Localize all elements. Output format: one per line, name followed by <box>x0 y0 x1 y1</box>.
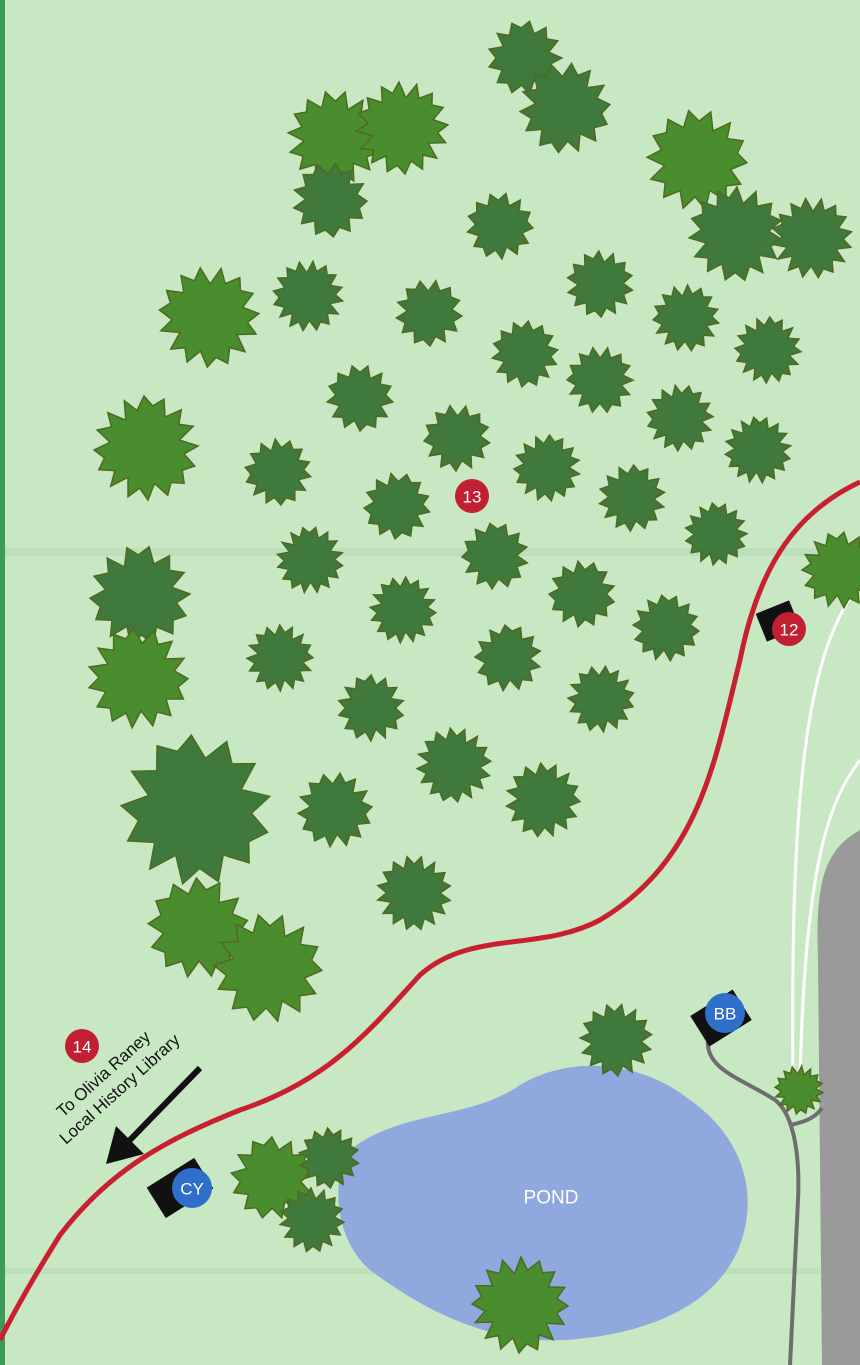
tree-icon <box>460 522 529 591</box>
stop-marker-13-label: 13 <box>463 488 482 507</box>
walkway-inner <box>798 759 860 1081</box>
tree-icon <box>87 626 190 730</box>
road <box>817 830 860 1365</box>
tree-icon <box>565 346 635 414</box>
tree-layer <box>87 20 860 1355</box>
stop-marker-14[interactable]: 14 <box>65 1029 99 1063</box>
tree-icon <box>272 259 345 333</box>
tree-icon <box>158 266 261 369</box>
tree-icon <box>597 463 667 533</box>
tree-icon <box>354 80 450 176</box>
direction-arrow-head <box>106 1126 144 1164</box>
stop-marker-13-circle <box>455 479 489 513</box>
tree-icon <box>212 913 324 1023</box>
tree-icon <box>297 1126 360 1190</box>
station-marker-cy-circle <box>172 1168 212 1208</box>
tree-icon <box>368 575 438 645</box>
stop-marker-13[interactable]: 13 <box>455 479 489 513</box>
station-marker-bb[interactable]: BB <box>690 989 752 1047</box>
pond <box>338 1065 748 1341</box>
tree-icon <box>245 623 315 693</box>
tree-icon <box>684 501 749 567</box>
stop-marker-12-label: 12 <box>780 621 799 640</box>
tree-icon <box>337 673 405 743</box>
tree-icon <box>278 1186 346 1253</box>
tree-icon <box>422 404 491 473</box>
tree-icon <box>645 109 749 211</box>
station-marker-bb-circle <box>705 993 745 1033</box>
walkway-outer <box>791 584 860 1086</box>
tree-icon <box>518 62 612 154</box>
tree-icon <box>504 761 582 838</box>
footpath-connector <box>789 1106 824 1127</box>
tree-icon <box>470 1255 570 1355</box>
tree-icon <box>362 471 431 541</box>
map-border-stripe <box>0 0 5 1365</box>
tree-icon <box>244 437 313 507</box>
tree-icon <box>394 279 464 348</box>
trail <box>0 479 860 1342</box>
tree-icon <box>119 733 272 886</box>
tree-icon <box>92 394 200 502</box>
tree-icon <box>723 415 793 485</box>
tree-icon <box>651 283 721 352</box>
tree-icon <box>687 185 785 282</box>
tree-icon <box>275 526 344 595</box>
pond-label: POND <box>524 1188 579 1209</box>
stop-marker-12[interactable]: 12 <box>755 600 806 646</box>
station-marker-cy[interactable]: CY <box>146 1157 214 1219</box>
tree-icon <box>325 364 395 433</box>
tree-icon <box>490 319 560 389</box>
tree-icon <box>296 771 374 849</box>
tree-icon <box>375 855 452 931</box>
tree-icon <box>773 1063 825 1116</box>
station-marker-bb-label: BB <box>714 1005 737 1024</box>
direction-arrow-shaft <box>125 1065 203 1145</box>
tree-icon <box>512 433 582 503</box>
tree-icon <box>770 196 854 279</box>
tree-icon <box>578 1002 653 1078</box>
tree-icon <box>733 315 803 385</box>
footpath-bb <box>705 1039 801 1365</box>
tree-icon <box>566 249 634 319</box>
stop-marker-14-label: 14 <box>73 1038 92 1057</box>
tree-icon <box>631 594 701 663</box>
tree-icon <box>466 192 535 261</box>
tree-icon <box>415 726 493 804</box>
direction-arrow-icon <box>106 1065 203 1164</box>
fold-crease-top <box>5 548 860 556</box>
tree-icon <box>292 162 369 238</box>
tree-icon <box>800 530 860 610</box>
stop-marker-12-circle <box>772 612 806 646</box>
tree-icon <box>473 623 542 693</box>
tree-icon <box>566 664 635 734</box>
tree-icon <box>646 383 715 453</box>
stop-marker-14-circle <box>65 1029 99 1063</box>
station-marker-cy-label: CY <box>180 1180 204 1199</box>
tree-icon <box>547 559 616 629</box>
